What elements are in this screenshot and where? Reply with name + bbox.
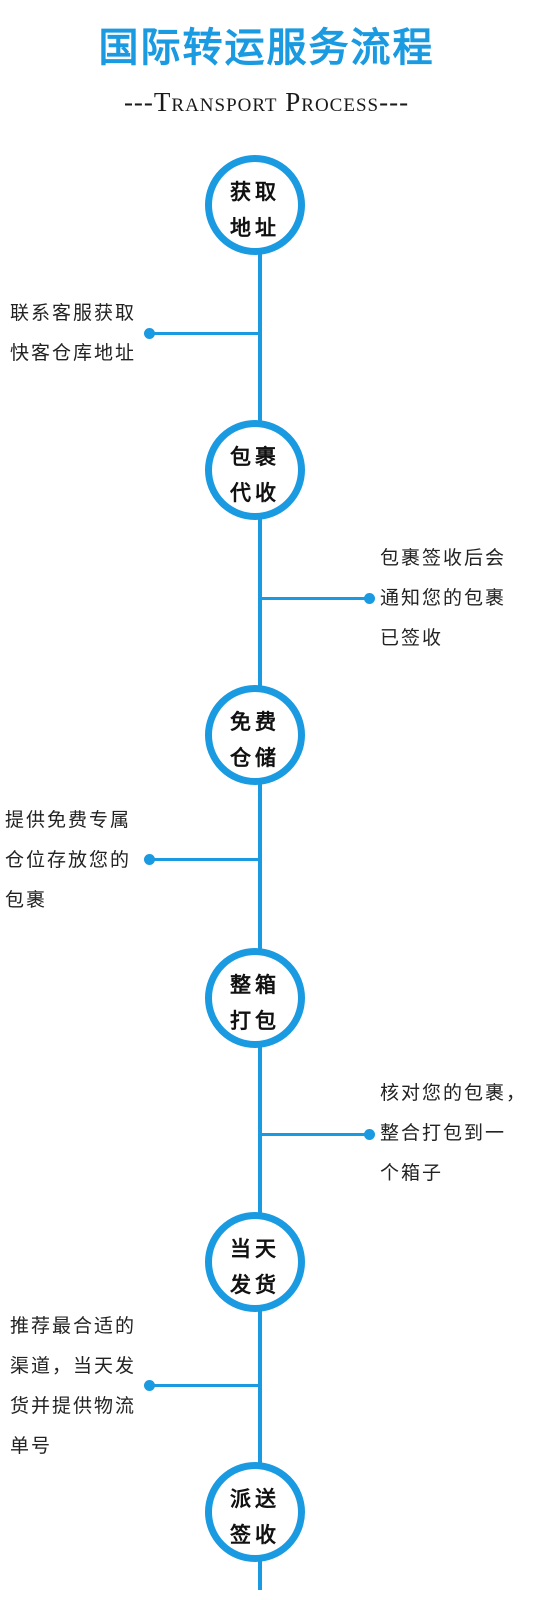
branch-line — [260, 1133, 370, 1136]
branch-line — [260, 597, 370, 600]
step-circle-same-day-ship: 当天 发货 — [205, 1212, 305, 1312]
branch-dot — [144, 1380, 155, 1391]
step-circle-parcel-receive: 包裹 代收 — [205, 420, 305, 520]
step-label-line1: 整箱 — [230, 972, 280, 997]
timeline-spine — [258, 210, 262, 1590]
step-label-line2: 发货 — [230, 1272, 280, 1297]
step-description: 核对您的包裹， 整合打包到一 个箱子 — [380, 1073, 527, 1193]
desc-line: 仓位存放您的 — [5, 849, 132, 871]
step-label-line1: 获取 — [230, 179, 280, 204]
step-label-line1: 包裹 — [230, 444, 280, 469]
branch-dot — [144, 854, 155, 865]
step-circle-get-address: 获取 地址 — [205, 155, 305, 255]
step-circle-box-packing: 整箱 打包 — [205, 948, 305, 1048]
desc-line: 包裹签收后会 — [380, 547, 507, 569]
desc-line: 通知您的包裹 — [380, 587, 507, 609]
step-label-line1: 当天 — [230, 1236, 280, 1261]
step-label-line2: 代收 — [230, 480, 280, 505]
desc-line: 单号 — [10, 1435, 53, 1457]
branch-dot — [364, 593, 375, 604]
desc-line: 货并提供物流 — [10, 1395, 137, 1417]
desc-line: 快客仓库地址 — [10, 342, 137, 364]
desc-line: 推荐最合适的 — [10, 1315, 137, 1337]
branch-dot — [364, 1129, 375, 1140]
desc-line: 核对您的包裹， — [380, 1082, 528, 1104]
step-circle-free-storage: 免费 仓储 — [205, 685, 305, 785]
step-description: 提供免费专属 仓位存放您的 包裹 — [5, 800, 131, 920]
desc-line: 个箱子 — [380, 1162, 444, 1184]
step-description: 联系客服获取 快客仓库地址 — [10, 293, 136, 373]
desc-line: 已签收 — [380, 627, 444, 649]
desc-line: 整合打包到一 — [380, 1122, 507, 1144]
branch-dot — [144, 328, 155, 339]
branch-line — [150, 858, 260, 861]
step-label-line2: 仓储 — [230, 745, 280, 770]
branch-line — [150, 332, 260, 335]
step-circle-delivery-sign: 派送 签收 — [205, 1462, 305, 1562]
step-description: 包裹签收后会 通知您的包裹 已签收 — [380, 538, 506, 658]
desc-line: 包裹 — [5, 889, 48, 911]
step-label-line1: 派送 — [230, 1486, 280, 1511]
step-description: 推荐最合适的 渠道，当天发 货并提供物流 单号 — [10, 1306, 136, 1466]
branch-line — [150, 1384, 260, 1387]
step-label-line1: 免费 — [230, 709, 280, 734]
step-label-line2: 地址 — [230, 215, 280, 240]
desc-line: 联系客服获取 — [10, 302, 137, 324]
step-label-line2: 打包 — [230, 1008, 280, 1033]
desc-line: 提供免费专属 — [5, 809, 132, 831]
page-subtitle: ---Transport Process--- — [123, 87, 410, 117]
page-title: 国际转运服务流程 — [98, 25, 435, 71]
step-label-line2: 签收 — [230, 1522, 280, 1547]
desc-line: 渠道，当天发 — [10, 1355, 137, 1377]
